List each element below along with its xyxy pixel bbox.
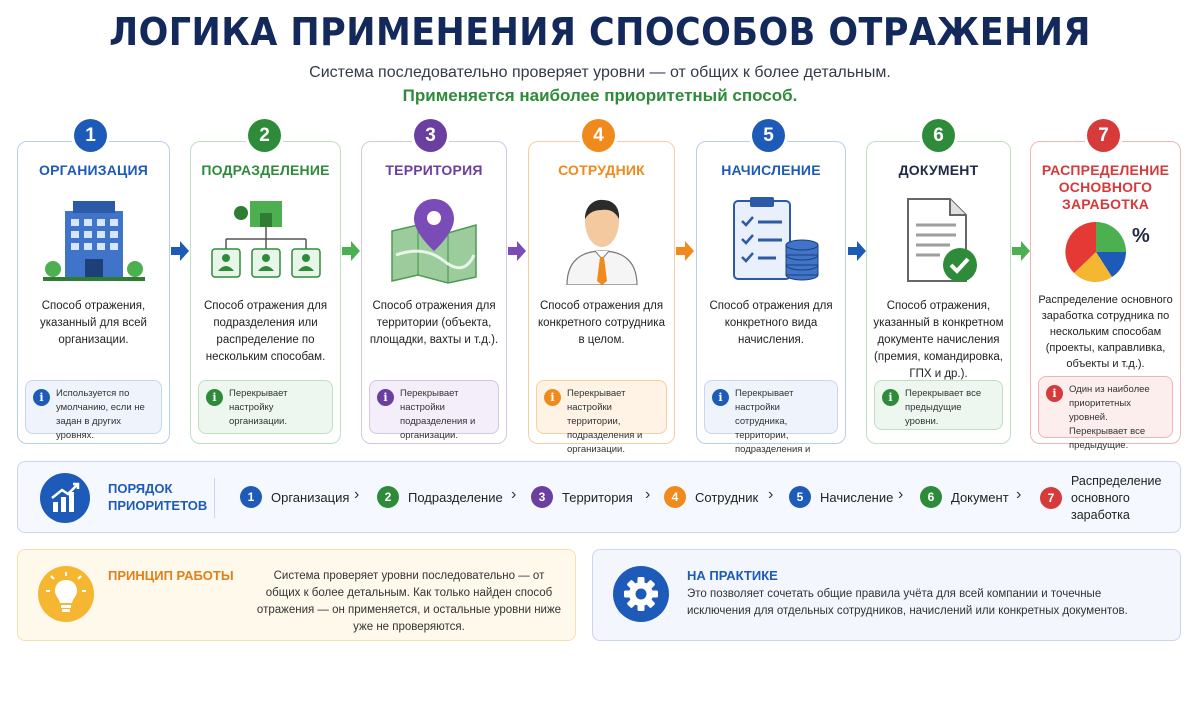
info-icon: i [206, 389, 223, 406]
level-card-employee: СОТРУДНИК Способ отражения для конкретно… [528, 141, 675, 455]
level-title: СОТРУДНИК [558, 162, 645, 178]
info-icon: i [377, 389, 394, 406]
level-note: i Используется по умолчанию, если не зад… [25, 380, 162, 441]
level-note: i Перекрывает все предыдущие уровни. [874, 380, 1003, 430]
level-note: i Перекрывает настройки подразделения и … [369, 380, 499, 441]
document-check-icon [867, 192, 1010, 287]
level-description: Способ отражения, указанный в конкретном… [873, 300, 1004, 380]
level-number-1: 1 [74, 119, 107, 152]
principle-panel: ПРИНЦИП РАБОТЫ Система проверяет уровни … [17, 549, 576, 641]
chevron-right-icon: › [1016, 486, 1022, 503]
office-building-icon [18, 192, 169, 287]
level-note-text: Перекрывает все предыдущие уровни. [905, 388, 982, 427]
chevron-right-icon: › [354, 486, 360, 503]
chevron-right-icon: › [645, 486, 651, 503]
gear-icon [613, 566, 669, 622]
level-note-text: Перекрывает настройки сотрудника, террит… [735, 388, 811, 469]
level-card-organization: ОРГАНИЗАЦИЯ Способ отражения, указанный … [17, 141, 170, 444]
principle-text: Система проверяет уровни последовательно… [256, 570, 562, 633]
practice-panel: НА ПРАКТИКЕ Это позволяет сочетать общие… [592, 549, 1181, 641]
chevron-right-icon: › [768, 486, 774, 503]
map-pin-icon [362, 192, 506, 287]
level-number-5: 5 [752, 119, 785, 152]
level-note-text: Перекрывает настройки территории, подраз… [567, 388, 643, 455]
level-title: ДОКУМЕНТ [898, 162, 979, 178]
level-number-4: 4 [582, 119, 615, 152]
info-icon: i [712, 389, 729, 406]
level-note: i Перекрывает настройку организации. [198, 380, 333, 434]
checklist-coins-icon [697, 192, 845, 287]
page-subtitle: Система последовательно проверяет уровни… [309, 64, 891, 81]
level-number-2: 2 [248, 119, 281, 152]
info-icon: i [882, 389, 899, 406]
level-title: ПОДРАЗДЕЛЕНИЕ [201, 162, 330, 178]
level-card-division: ПОДРАЗДЕЛЕНИЕ Способ отражения для подра… [190, 141, 341, 444]
page-subtitle-accent: Применяется наиболее приоритетный способ… [402, 86, 798, 105]
level-card-document: ДОКУМЕНТ Способ отражения, указанный в к… [866, 141, 1011, 444]
level-note-text: Один из наиболее приоритетных уровней. П… [1069, 384, 1150, 451]
level-card-salary-distribution: РАСПРЕДЕЛЕНИЕ ОСНОВНОГО ЗАРАБОТКА % Расп… [1030, 141, 1181, 451]
pie-chart-percent-icon: % [1031, 216, 1180, 286]
chevron-right-icon: › [898, 486, 904, 503]
level-note-text: Используется по умолчанию, если не задан… [56, 388, 145, 441]
level-number-3: 3 [414, 119, 447, 152]
chevron-right-icon: › [511, 486, 517, 503]
level-note: i Один из наиболее приоритетных уровней.… [1038, 376, 1173, 451]
employee-icon [529, 192, 674, 287]
info-icon: i [1046, 385, 1063, 402]
level-description: Распределение основного заработка сотруд… [1038, 294, 1173, 370]
level-description: Способ отражения для территории (объекта… [369, 300, 499, 346]
practice-title: НА ПРАКТИКЕ [687, 568, 778, 583]
level-description: Способ отражения, указанный для всей орг… [40, 300, 147, 346]
level-title: ОРГАНИЗАЦИЯ [39, 162, 148, 178]
level-number-7: 7 [1087, 119, 1120, 152]
level-card-accrual: НАЧИСЛЕНИЕ Способ отражения для конкретн… [696, 141, 846, 469]
level-note: i Перекрывает настройки территории, подр… [536, 380, 667, 455]
level-note: i Перекрывает настройки сотрудника, терр… [704, 380, 838, 469]
info-icon: i [544, 389, 561, 406]
priority-divider [214, 478, 215, 518]
level-card-territory: ТЕРРИТОРИЯ Способ отражения для территор… [361, 141, 507, 444]
level-number-6: 6 [922, 119, 955, 152]
priority-title: ПОРЯДОК ПРИОРИТЕТОВ [108, 481, 208, 513]
info-icon: i [33, 389, 50, 406]
level-description: Способ отражения для конкретного сотрудн… [538, 300, 665, 346]
principle-title: ПРИНЦИП РАБОТЫ [108, 568, 234, 583]
growth-chart-icon [40, 473, 90, 523]
svg-text:%: % [1132, 225, 1150, 247]
practice-text: Это позволяет сочетать общие правила учё… [687, 588, 1128, 617]
level-title: РАСПРЕДЕЛЕНИЕ ОСНОВНОГО ЗАРАБОТКА [1041, 162, 1170, 212]
level-note-text: Перекрывает настройку организации. [229, 388, 288, 427]
lightbulb-icon [38, 566, 94, 622]
level-title: ТЕРРИТОРИЯ [385, 162, 483, 178]
org-structure-icon [191, 192, 340, 287]
level-note-text: Перекрывает настройки подразделения и ор… [400, 388, 476, 441]
page-title: ЛОГИКА ПРИМЕНЕНИЯ СПОСОБОВ ОТРАЖЕНИЯ [109, 10, 1091, 54]
level-description: Способ отражения для подразделения или р… [203, 300, 328, 363]
level-title: НАЧИСЛЕНИЕ [721, 162, 821, 178]
level-description: Способ отражения для конкретного вида на… [709, 300, 833, 346]
